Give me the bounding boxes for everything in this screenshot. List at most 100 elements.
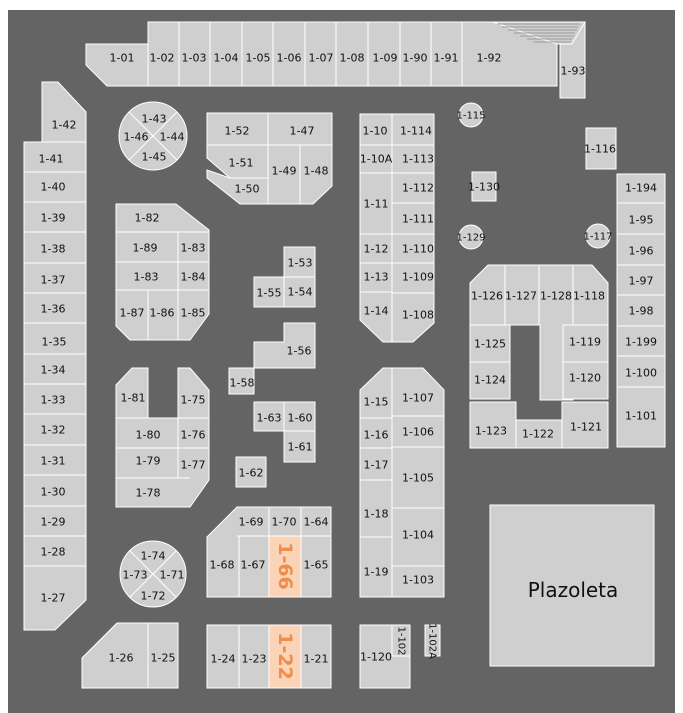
unit-1-04[interactable] (209, 21, 243, 87)
label-1-83b: 1-83 (133, 270, 159, 284)
label-1-69: 1-69 (238, 515, 264, 529)
unit-1-102A[interactable] (424, 624, 441, 657)
unit-1-66[interactable] (268, 535, 302, 598)
label-1-83a: 1-83 (180, 241, 206, 255)
unit-1-122[interactable] (515, 419, 563, 449)
unit-1-62[interactable] (235, 456, 267, 488)
unit-right-col[interactable] (616, 173, 666, 448)
label-1-118: 1-118 (573, 289, 605, 303)
unit-1-06[interactable] (272, 21, 306, 87)
label-1-03: 1-03 (181, 51, 207, 65)
label-1-81: 1-81 (120, 391, 146, 405)
label-1-73: 1-73 (122, 568, 148, 582)
label-1-23: 1-23 (241, 652, 267, 666)
label-1-61: 1-61 (287, 440, 313, 454)
label-1-93: 1-93 (560, 64, 586, 78)
unit-1-02[interactable] (147, 21, 180, 87)
label-1-13: 1-13 (363, 270, 389, 284)
label-1-14: 1-14 (363, 304, 389, 318)
unit-block-107[interactable] (391, 367, 445, 598)
unit-block-10[interactable] (359, 113, 393, 343)
label-1-68: 1-68 (209, 558, 235, 572)
unit-1-91[interactable] (430, 21, 463, 87)
label-1-116: 1-116 (584, 142, 616, 156)
plazoleta-area[interactable] (489, 504, 655, 667)
label-1-33: 1-33 (40, 393, 66, 407)
unit-1-115[interactable] (458, 102, 484, 128)
unit-1-22[interactable] (268, 624, 302, 689)
label-1-101: 1-101 (625, 409, 657, 423)
unit-1-07[interactable] (304, 21, 337, 87)
label-1-67: 1-67 (240, 558, 266, 572)
label-1-110: 1-110 (402, 242, 434, 256)
unit-block-114[interactable] (391, 113, 435, 343)
unit-1-116[interactable] (585, 127, 617, 170)
label-1-21: 1-21 (303, 652, 329, 666)
label-1-46: 1-46 (123, 130, 149, 144)
unit-1-26[interactable] (81, 622, 149, 689)
label-1-64: 1-64 (303, 515, 329, 529)
unit-1-130[interactable] (471, 171, 497, 202)
unit-1-117[interactable] (585, 223, 611, 249)
label-1-121: 1-121 (570, 420, 602, 434)
label-1-72: 1-72 (140, 589, 166, 603)
unit-1-60[interactable] (283, 401, 316, 432)
unit-1-54[interactable] (283, 276, 316, 308)
unit-1-129[interactable] (458, 224, 484, 250)
unit-1-63[interactable] (253, 401, 285, 432)
unit-block-82[interactable] (115, 203, 210, 341)
unit-1-08[interactable] (335, 21, 369, 87)
label-1-24: 1-24 (210, 652, 236, 666)
label-1-91: 1-91 (433, 51, 459, 65)
unit-block-15[interactable] (359, 367, 393, 598)
label-1-120-bottom: 1-120 (360, 650, 392, 664)
unit-1-09[interactable] (367, 21, 401, 87)
label-1-54: 1-54 (287, 285, 313, 299)
label-1-39: 1-39 (40, 211, 66, 225)
label-1-47: 1-47 (289, 124, 315, 138)
label-1-37: 1-37 (40, 273, 66, 287)
label-1-43: 1-43 (141, 112, 167, 126)
unit-1-123[interactable] (469, 401, 517, 449)
label-1-08: 1-08 (339, 51, 365, 65)
unit-1-42[interactable] (41, 81, 87, 143)
label-1-80: 1-80 (135, 428, 161, 442)
label-1-97: 1-97 (628, 274, 654, 288)
label-1-52: 1-52 (224, 124, 250, 138)
unit-1-125[interactable] (469, 324, 511, 363)
label-1-18: 1-18 (363, 507, 389, 521)
unit-1-25[interactable] (147, 622, 179, 689)
label-1-05: 1-05 (245, 51, 271, 65)
label-1-111: 1-111 (402, 212, 434, 226)
unit-1-61[interactable] (283, 430, 316, 463)
label-1-45: 1-45 (141, 150, 167, 164)
label-1-108: 1-108 (402, 308, 434, 322)
label-1-77: 1-77 (180, 458, 206, 472)
unit-1-47[interactable] (267, 112, 333, 146)
unit-1-120[interactable] (562, 361, 609, 400)
label-1-113: 1-113 (402, 152, 434, 166)
label-1-12: 1-12 (363, 242, 389, 256)
unit-1-05[interactable] (241, 21, 274, 87)
unit-1-01[interactable] (85, 43, 149, 87)
label-1-109: 1-109 (402, 270, 434, 284)
label-1-06: 1-06 (276, 51, 302, 65)
label-1-31: 1-31 (40, 454, 66, 468)
unit-1-102[interactable] (391, 624, 411, 657)
label-1-120: 1-120 (569, 371, 601, 385)
unit-1-58[interactable] (228, 367, 255, 395)
unit-1-23[interactable] (238, 624, 270, 689)
unit-1-92[interactable] (461, 21, 558, 87)
unit-1-121[interactable] (561, 401, 609, 449)
label-1-49: 1-49 (271, 164, 297, 178)
label-1-41: 1-41 (38, 152, 64, 166)
unit-1-49[interactable] (267, 144, 301, 205)
unit-block-81[interactable] (115, 367, 210, 508)
label-1-01: 1-01 (109, 51, 135, 65)
unit-left-col[interactable] (23, 141, 87, 631)
label-1-27: 1-27 (40, 591, 66, 605)
label-1-106: 1-106 (402, 425, 434, 439)
unit-1-124[interactable] (469, 361, 511, 400)
unit-1-48[interactable] (299, 144, 333, 205)
unit-1-21[interactable] (300, 624, 332, 689)
